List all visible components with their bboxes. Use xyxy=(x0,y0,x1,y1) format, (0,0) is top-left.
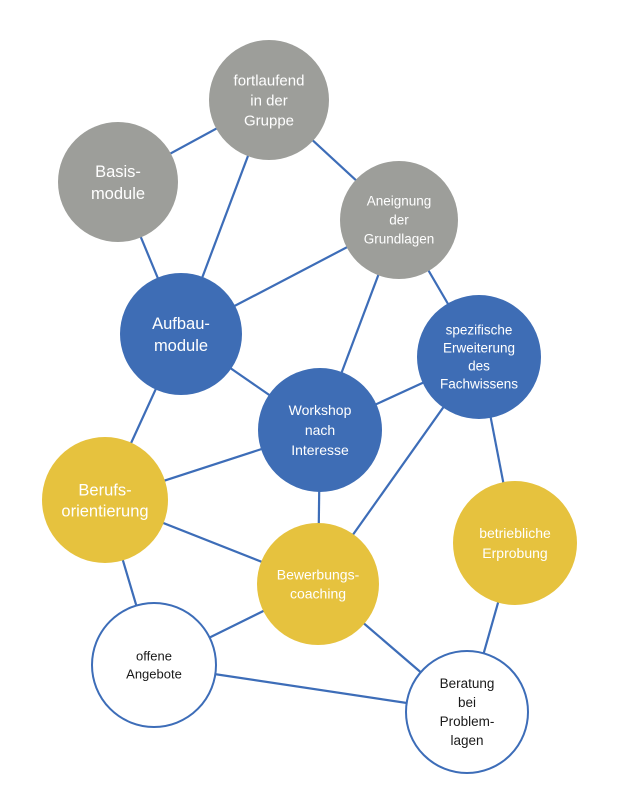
node-label-workshop: Workshop xyxy=(289,402,352,418)
node-bewerbungscoaching: Bewerbungs-coaching xyxy=(257,523,379,645)
node-circle-basismodule xyxy=(58,122,178,242)
node-label-spezifische: spezifische xyxy=(446,323,513,338)
node-label-basismodule: Basis- xyxy=(95,163,141,181)
node-circle-beratung xyxy=(405,650,529,774)
node-label-beratung: Problem- xyxy=(440,714,495,729)
node-label-offene: offene xyxy=(136,649,172,664)
node-circle-bewerbungscoaching xyxy=(257,523,379,645)
node-label-bewerbungscoaching: coaching xyxy=(290,585,346,601)
node-circle-spezifische xyxy=(417,295,541,419)
node-label-spezifische: Erweiterung xyxy=(443,341,515,356)
node-circle-workshop xyxy=(258,368,382,492)
node-circle-offene xyxy=(91,602,217,728)
node-label-aufbaumodule: Aufbau- xyxy=(152,315,210,333)
node-label-beratung: bei xyxy=(458,695,476,710)
node-circle-betriebliche xyxy=(453,481,577,605)
node-aufbaumodule: Aufbau-module xyxy=(120,273,242,395)
node-label-aneignung: Grundlagen xyxy=(364,232,435,247)
node-label-workshop: Interesse xyxy=(291,442,349,458)
node-label-beratung: Beratung xyxy=(440,676,495,691)
node-label-fortlaufend: Gruppe xyxy=(244,112,294,129)
node-label-aneignung: Aneignung xyxy=(367,194,432,209)
node-label-berufsorientierung: Berufs- xyxy=(78,481,131,499)
node-label-fortlaufend: fortlaufend xyxy=(234,72,305,89)
node-label-berufsorientierung: orientierung xyxy=(61,502,148,520)
node-label-betriebliche: betriebliche xyxy=(479,525,551,541)
node-label-aneignung: der xyxy=(389,213,409,228)
node-basismodule: Basis-module xyxy=(58,122,178,242)
node-circle-aneignung xyxy=(340,161,458,279)
node-label-workshop: nach xyxy=(305,422,335,438)
node-circle-berufsorientierung xyxy=(42,437,168,563)
node-label-betriebliche: Erprobung xyxy=(482,545,547,561)
node-label-spezifische: des xyxy=(468,359,490,374)
node-circle-aufbaumodule xyxy=(120,273,242,395)
node-label-beratung: lagen xyxy=(450,733,483,748)
node-label-fortlaufend: in der xyxy=(250,92,288,109)
node-label-aufbaumodule: module xyxy=(154,337,208,355)
node-label-offene: Angebote xyxy=(126,667,182,682)
node-label-spezifische: Fachwissens xyxy=(440,377,518,392)
node-circle-fortlaufend xyxy=(209,40,329,160)
node-label-basismodule: module xyxy=(91,185,145,203)
node-berufsorientierung: Berufs-orientierung xyxy=(42,437,168,563)
node-label-bewerbungscoaching: Bewerbungs- xyxy=(277,566,360,582)
